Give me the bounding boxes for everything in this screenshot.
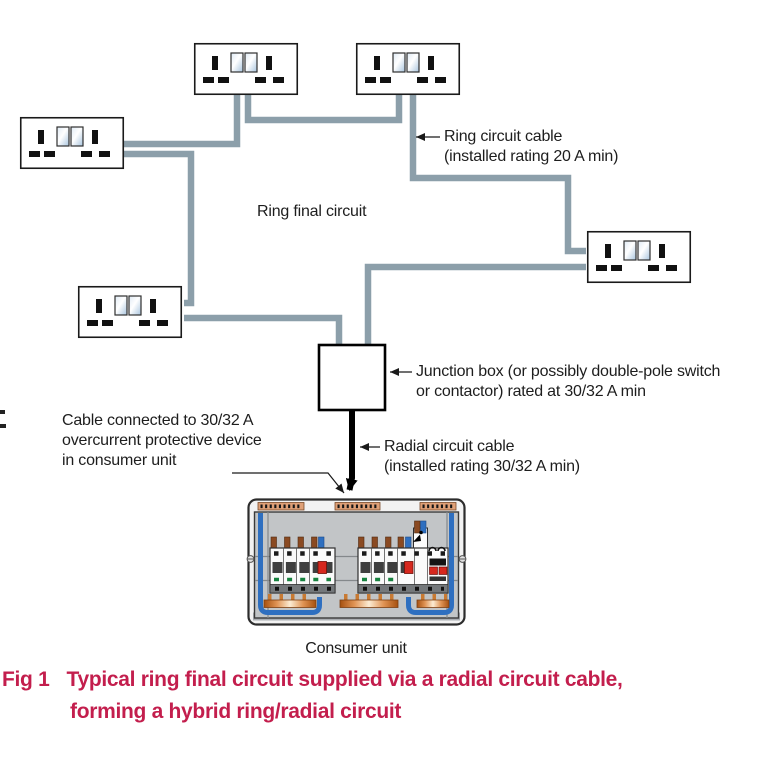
ring-cable-segment-e-jb [184,314,343,344]
label-radial-circuit-cable: Radial circuit cable (installed rating 3… [384,438,580,475]
shell-screws [246,555,467,563]
cropped-text-fragment [0,410,6,428]
rcd-test-button [317,561,327,574]
main-switch [428,546,448,581]
socket-outlet-top-left [193,42,299,96]
breaker-group-right [357,520,449,594]
radial-circuit-cable [345,410,358,491]
label-consumer-unit: Consumer unit [305,640,407,657]
socket-outlet-left [19,116,125,170]
consumer-unit [246,498,467,626]
ring-circuit-cables [124,95,586,344]
figure-caption-line2: forming a hybrid ring/radial circuit [70,700,402,723]
ring-cable-segment-b-d [409,95,586,255]
figure-number: Fig 1 [2,668,50,691]
ring-cable-segment-c-e [124,150,195,307]
caption-text-line1: Typical ring final circuit supplied via … [66,668,623,691]
rcd-test-button [404,561,414,574]
ring-cable-segment-d-jb [364,263,586,344]
label-cable-connected: Cable connected to 30/32 A overcurrent p… [62,412,262,469]
ring-cable-segment-c-a [124,95,241,148]
supply-riser [413,520,428,550]
socket-outlet-top-right [355,42,461,96]
leader-arrows [232,133,440,494]
copper-busbars [263,594,450,608]
label-ring-circuit-cable: Ring circuit cable (installed rating 20 … [444,128,619,165]
arrow-consumer-cable [232,472,345,494]
neutral-wires [258,513,454,615]
wire-stubs-right [358,536,412,550]
junction-box [317,343,387,412]
socket-outlet-bottom-left [77,285,183,339]
label-ring-final-circuit: Ring final circuit [257,203,367,220]
socket-outlet-right [586,230,692,284]
ring-cable-segment-a-b [244,95,403,124]
figure-caption-line1: Fig 1 Typical ring final circuit supplied… [2,667,623,693]
breaker-group-left [269,536,336,594]
label-junction-box: Junction box (or possibly double-pole sw… [416,363,721,400]
